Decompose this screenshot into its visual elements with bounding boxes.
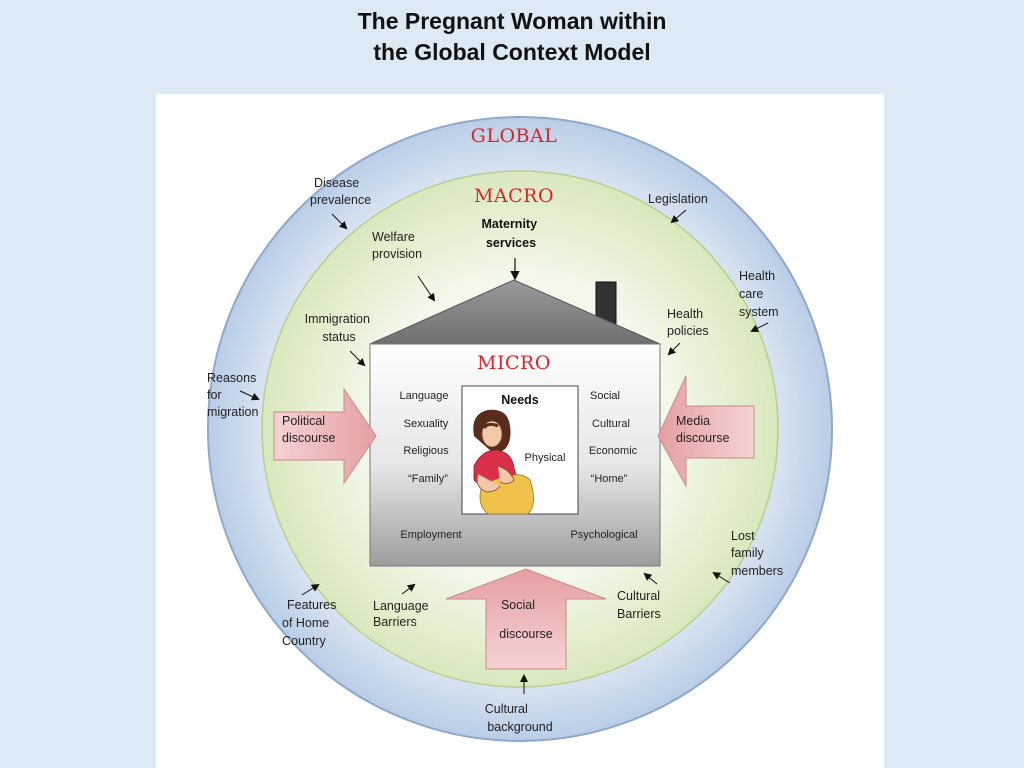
micro-item-language: Language bbox=[400, 390, 449, 402]
micro-item-family: “Family” bbox=[408, 473, 448, 485]
global-label: GLOBAL bbox=[471, 125, 558, 147]
health-care-system-arrow bbox=[750, 322, 769, 332]
disease-prevalence-label: Disease prevalence bbox=[310, 176, 371, 207]
health-care-system-label: Health care system bbox=[739, 269, 779, 319]
slide-title: The Pregnant Woman within the Global Con… bbox=[0, 6, 1024, 68]
physical-label: Physical bbox=[525, 452, 566, 464]
welfare-provision-label: Welfare provision bbox=[372, 230, 422, 261]
media-discourse-arrow bbox=[657, 375, 755, 488]
cultural-barriers-label: Cultural Barriers bbox=[617, 589, 664, 621]
features-home-country-label: Features of Home Country bbox=[282, 598, 340, 648]
political-discourse-arrow bbox=[273, 387, 377, 485]
immigration-status-label: Immigration status bbox=[305, 312, 374, 344]
cultural-background-label: Cultural background bbox=[485, 702, 553, 734]
cultural-barriers-arrow bbox=[643, 572, 658, 585]
language-barriers-arrow bbox=[401, 583, 416, 595]
health-policies-label: Health policies bbox=[667, 307, 709, 338]
macro-label: MACRO bbox=[474, 185, 554, 207]
features-home-country-arrow bbox=[301, 583, 320, 596]
title-line-2: the Global Context Model bbox=[373, 39, 651, 65]
social-discourse-arrow bbox=[445, 568, 607, 670]
lost-family-members-arrow bbox=[712, 571, 731, 584]
language-barriers-label: Language Barriers bbox=[373, 599, 432, 629]
micro-item-home: “Home” bbox=[591, 473, 628, 485]
title-line-1: The Pregnant Woman within bbox=[357, 8, 667, 34]
social-discourse-label-1: Social bbox=[501, 598, 535, 612]
micro-item-psychological: Psychological bbox=[570, 529, 637, 541]
micro-item-social: Social bbox=[590, 390, 620, 402]
welfare-provision-arrow bbox=[417, 275, 436, 302]
disease-prevalence-arrow bbox=[331, 213, 348, 230]
social-discourse-label-2: discourse bbox=[499, 627, 553, 641]
micro-item-employment: Employment bbox=[400, 529, 461, 541]
pregnant-woman-illustration bbox=[473, 409, 534, 515]
reasons-for-migration-label: Reasons for migration bbox=[207, 371, 260, 419]
reasons-for-migration-arrow bbox=[239, 390, 260, 401]
micro-item-economic: Economic bbox=[589, 445, 638, 457]
micro-item-religious: Religious bbox=[403, 445, 449, 457]
immigration-status-arrow bbox=[349, 350, 366, 367]
needs-label: Needs bbox=[501, 393, 539, 407]
micro-item-cultural: Cultural bbox=[592, 418, 630, 430]
health-policies-arrow bbox=[667, 342, 681, 356]
lost-family-members-label: Lost family members bbox=[731, 529, 783, 578]
political-discourse-label: Political discourse bbox=[282, 414, 336, 445]
maternity-services-label: Maternity services bbox=[481, 217, 540, 250]
media-discourse-label: Media discourse bbox=[676, 414, 730, 445]
global-context-model-diagram: GLOBAL MACRO Maternity services MICRO La… bbox=[207, 116, 833, 742]
micro-item-sexuality: Sexuality bbox=[404, 418, 449, 430]
micro-label: MICRO bbox=[477, 352, 551, 374]
model-figure: GLOBAL MACRO Maternity services MICRO La… bbox=[156, 94, 884, 768]
legislation-label: Legislation bbox=[648, 192, 708, 206]
legislation-arrow bbox=[670, 209, 687, 224]
